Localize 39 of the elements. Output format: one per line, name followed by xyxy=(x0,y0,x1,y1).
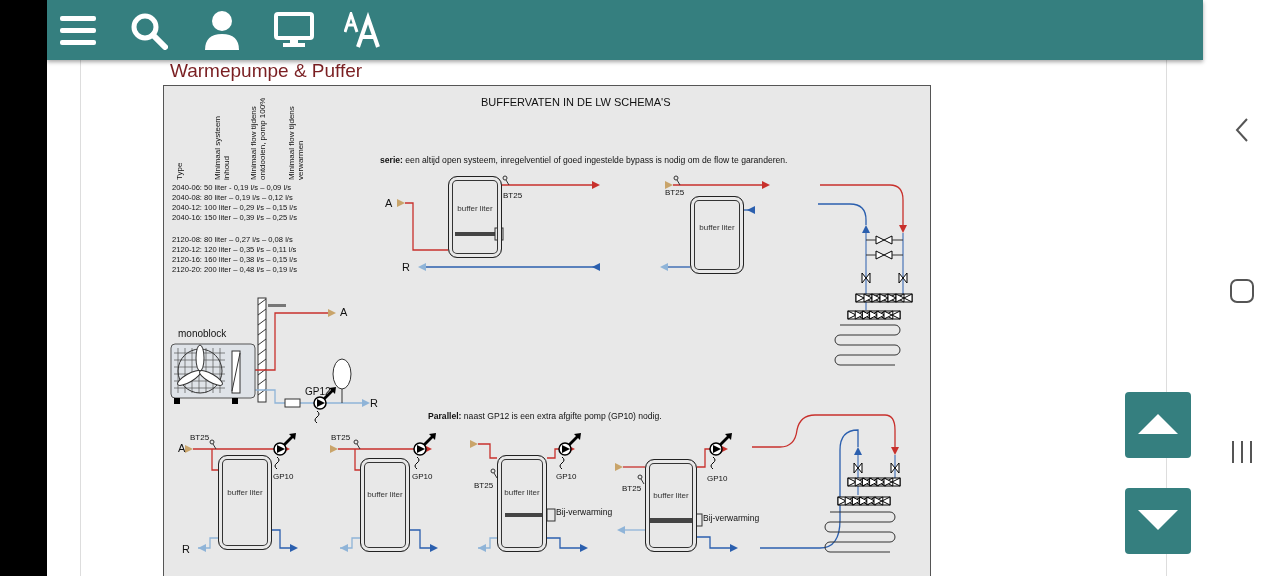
port-letter: R xyxy=(402,261,410,274)
tank-label: buffer liter xyxy=(504,489,540,499)
page-title: Warmepumpe & Puffer xyxy=(170,61,363,82)
note: serie: een altijd open systeem, inregelventiel of goed ingestelde bypass is nodig om de flow te garanderen. xyxy=(380,156,788,166)
pump-label: GP10 xyxy=(273,473,294,482)
buffer-tank xyxy=(645,459,697,552)
unit-label: monoblock xyxy=(178,328,227,339)
pump-label: GP10 xyxy=(412,473,433,482)
port-letter: R xyxy=(370,397,378,410)
sensor-label: BT25 xyxy=(190,434,210,443)
heading: BUFFERVATEN IN DE LW SCHEMA'S xyxy=(481,96,671,109)
sensor-label: BT25 xyxy=(503,192,523,201)
column-header: Type xyxy=(176,161,185,180)
tank-label: buffer liter xyxy=(652,491,690,501)
port-letter: A xyxy=(385,197,393,210)
port-letter: A xyxy=(178,442,186,455)
buffer-tank xyxy=(497,455,547,552)
buffer-tank xyxy=(690,196,744,274)
buffer-tank xyxy=(218,455,272,550)
buffer-tank xyxy=(360,458,410,552)
port-letter: A xyxy=(340,306,348,319)
port-letter: R xyxy=(182,543,190,556)
pump-label: GP10 xyxy=(707,475,728,484)
sensor-label: BT25 xyxy=(665,189,685,198)
column-header: Minimaal flow tijdens ontdooien, pomp 100% xyxy=(250,96,268,180)
pump-label: GP10 xyxy=(556,473,577,482)
tank-label: buffer liter xyxy=(226,488,264,498)
tank-label: buffer liter xyxy=(367,491,403,500)
note: Parallel: naast GP12 is een extra afgifte pomp (GP10) nodig. xyxy=(428,412,662,422)
sensor-label: BT25 xyxy=(331,434,351,443)
heater-label: Bij-verwarming xyxy=(556,508,613,518)
tank-label: buffer liter xyxy=(456,205,494,214)
sensor-label: BT25 xyxy=(622,485,642,494)
column-header: Minimaal flow tijdens verwarmen xyxy=(288,105,306,180)
buffer-tank xyxy=(448,176,502,258)
column-header: Minimaal systeem inhoud xyxy=(214,115,232,180)
tank-label: buffer liter xyxy=(698,223,736,233)
pump-label: GP12 xyxy=(305,386,331,397)
sensor-label: BT25 xyxy=(474,482,494,491)
